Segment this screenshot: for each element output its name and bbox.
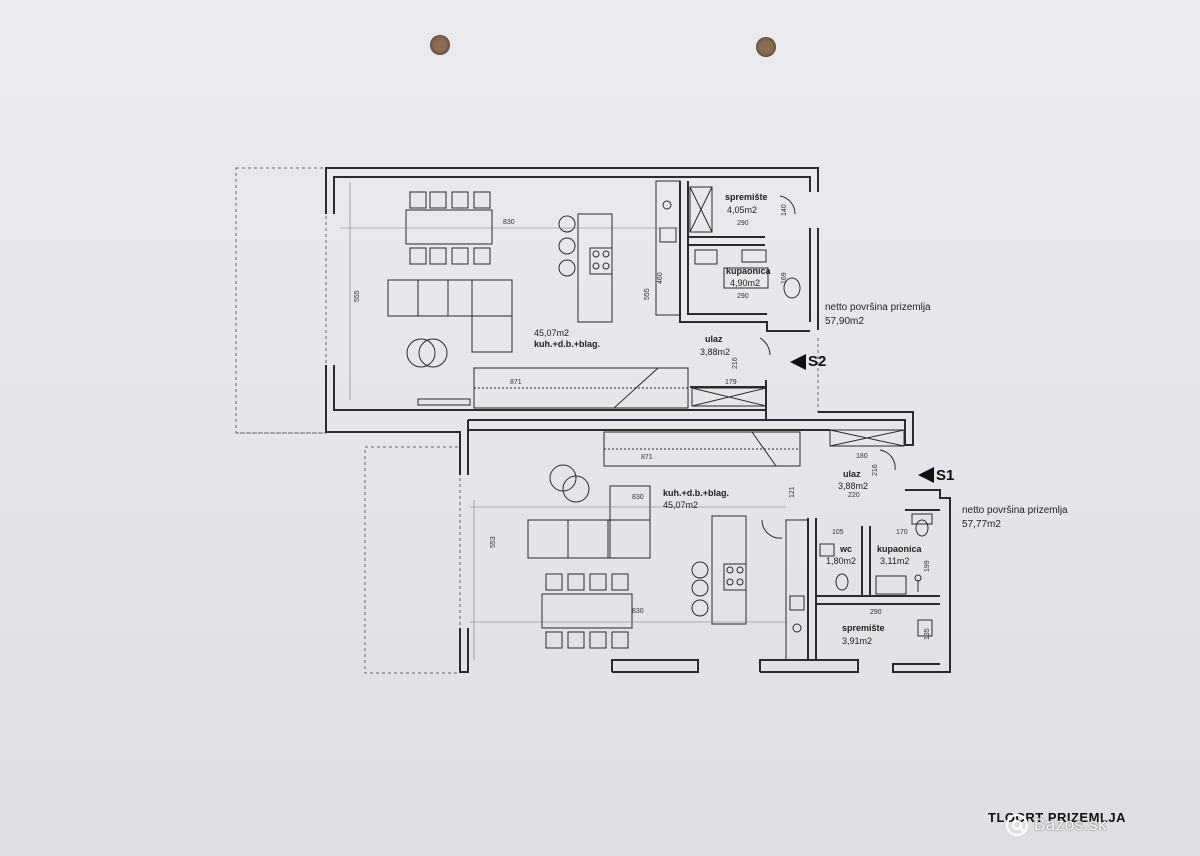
lower-stairs [603, 431, 801, 467]
lower-wc-area: 1,80m2 [826, 556, 857, 566]
punch-hole-left [430, 35, 450, 55]
upper-bathroom-area: 4,90m2 [730, 278, 761, 288]
section-s1-label: S1 [936, 467, 955, 484]
upper-entrance-name: ulaz [705, 334, 723, 344]
sheet-title: TLOCRT PRIZEMLJA [988, 810, 1126, 825]
dim-upper-216: 216 [732, 357, 739, 369]
punch-hole-right [756, 37, 776, 57]
section-s1-marker [918, 467, 934, 483]
dim-lower-180: 180 [856, 453, 868, 460]
lower-bathroom-area: 3,11m2 [880, 556, 910, 566]
lower-storage-name: spremište [842, 623, 885, 633]
lower-living-area: 45,07m2 [663, 500, 699, 510]
dim-upper-290a: 290 [737, 220, 749, 227]
at-icon [1005, 813, 1029, 837]
dim-lower-830b: 830 [632, 608, 644, 615]
upper-net-label: netto površina prizemlja [825, 302, 931, 313]
lower-living-name: kuh.+d.b.+blag. [663, 488, 730, 498]
dim-upper-169: 169 [781, 272, 788, 284]
dim-lower-105: 105 [832, 529, 844, 536]
lower-sofa [527, 485, 651, 559]
lower-bathroom-name: kupaonica [877, 544, 922, 554]
dim-lower-199: 199 [924, 560, 931, 572]
dim-upper-290b: 290 [737, 293, 749, 300]
dim-upper-871: 871 [510, 379, 522, 386]
dim-upper-140: 140 [781, 204, 788, 216]
upper-living-name: kuh.+d.b.+blag. [534, 339, 601, 349]
dim-upper-179: 179 [725, 379, 737, 386]
upper-counter [655, 180, 681, 316]
upper-net-area: 57,90m2 [825, 316, 864, 327]
upper-storage-area: 4,05m2 [727, 205, 758, 215]
lower-kitchen-island [711, 515, 747, 625]
upper-dining-table [405, 191, 493, 265]
watermark-text: Bazos.sk [1034, 815, 1107, 834]
upper-kitchen-island [577, 213, 613, 323]
upper-bathroom-name: kupaonica [726, 266, 771, 276]
dim-lower-121: 121 [789, 486, 796, 498]
upper-bathtub [723, 267, 769, 289]
lower-entrance-area: 3,88m2 [838, 481, 869, 491]
dim-lower-830a: 830 [632, 494, 644, 501]
lower-storage-area: 3,91m2 [842, 636, 873, 646]
section-s2-marker [790, 354, 806, 370]
dim-lower-553: 553 [490, 536, 497, 548]
upper-storage-name: spremište [725, 192, 768, 202]
upper-sofa [387, 279, 513, 353]
dim-lower-170: 170 [896, 529, 908, 536]
lower-entrance-name: ulaz [843, 469, 861, 479]
section-s2-label: S2 [808, 353, 827, 370]
upper-living-area: 45,07m2 [534, 328, 570, 338]
dim-lower-135: 135 [924, 628, 931, 640]
upper-entrance-area: 3,88m2 [700, 347, 731, 357]
lower-terrace-outline [364, 446, 461, 674]
dim-lower-290: 290 [870, 609, 882, 616]
dim-lower-871: 871 [641, 454, 653, 461]
dim-upper-555b: 555 [644, 288, 651, 300]
lower-net-area: 57,77m2 [962, 519, 1001, 530]
upper-stairs [473, 367, 689, 409]
lower-dining-table [541, 573, 633, 649]
upper-terrace-outline [235, 167, 327, 434]
dim-lower-216: 216 [872, 464, 879, 476]
lower-wc-name: wc [840, 544, 853, 554]
dim-upper-830: 830 [503, 219, 515, 226]
lower-net-label: netto površina prizemlja [962, 505, 1068, 516]
lower-unit-walls [459, 419, 951, 673]
dim-upper-460: 460 [657, 272, 664, 284]
dim-upper-555a: 555 [354, 290, 361, 302]
dim-lower-220: 220 [848, 492, 860, 499]
watermark: Bazos.sk [1004, 812, 1107, 838]
